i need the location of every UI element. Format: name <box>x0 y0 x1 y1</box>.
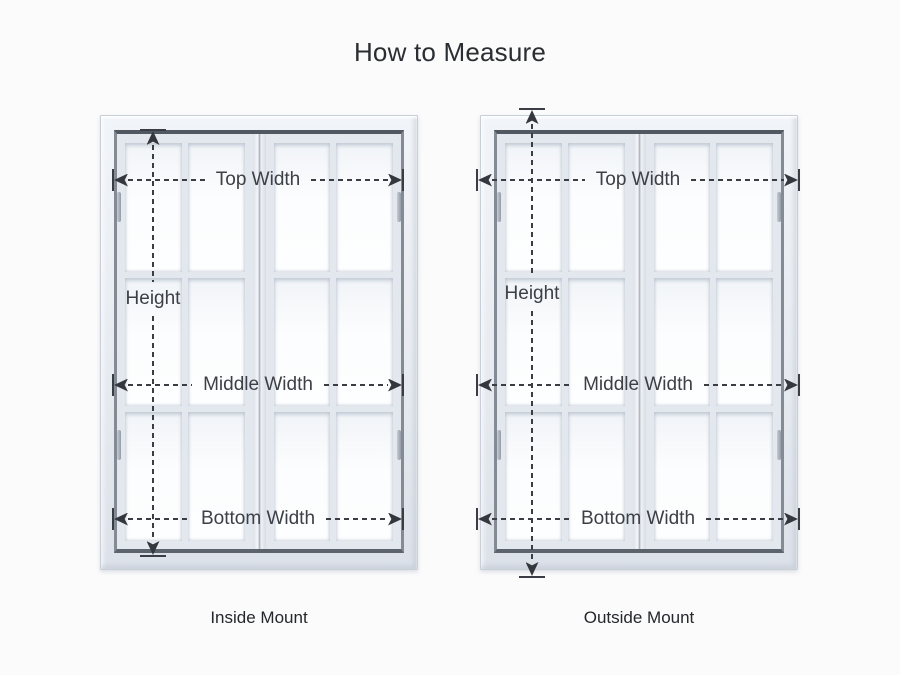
dimension-end-bar <box>402 508 405 530</box>
window-pane <box>187 277 245 407</box>
dimension-end-bar <box>476 374 478 396</box>
window-pane <box>567 143 625 272</box>
window-pane <box>273 277 331 407</box>
dimension-end-bar <box>798 374 801 396</box>
window-pane <box>505 143 562 272</box>
hinge-icon <box>777 430 781 460</box>
arrowhead-down-icon <box>146 541 160 555</box>
hinge-icon <box>117 192 121 222</box>
arrowhead-up-icon <box>525 110 539 124</box>
top-width-arrow: Top Width <box>112 167 405 193</box>
hinge-icon <box>397 192 401 222</box>
hinge-icon <box>777 192 781 222</box>
middle-width-arrow: Middle Width <box>112 372 405 398</box>
dashed-line <box>691 179 785 181</box>
dashed-line <box>152 316 154 541</box>
dimension-end-bar <box>519 576 545 578</box>
dashed-line <box>128 179 205 181</box>
window-pane <box>653 412 711 541</box>
bottom-width-arrow: Bottom Width <box>476 506 801 532</box>
arrowhead-left-icon <box>478 512 492 526</box>
middle-width-label: Middle Width <box>583 374 693 395</box>
window-center-post <box>252 134 266 549</box>
hinge-icon <box>497 192 501 222</box>
window-pane <box>187 143 245 272</box>
arrowhead-right-icon <box>388 173 403 187</box>
dimension-end-bar <box>140 129 166 131</box>
dimension-end-bar <box>140 555 166 557</box>
dashed-line <box>492 518 570 520</box>
dashed-line <box>128 518 190 520</box>
dashed-line <box>311 179 389 181</box>
dimension-end-bar <box>402 169 405 191</box>
outside-mount-caption: Outside Mount <box>583 608 695 627</box>
height-arrow: Height <box>500 108 564 578</box>
dimension-end-bar <box>519 108 545 110</box>
window-frame-opening <box>114 130 404 553</box>
window-pane <box>653 277 711 407</box>
window-pane <box>273 143 331 272</box>
arrowhead-right-icon <box>784 173 799 187</box>
window-center-post <box>632 134 646 549</box>
arrowhead-right-icon <box>388 512 403 526</box>
dashed-line <box>703 384 785 386</box>
outside-mount-window-illustration <box>480 115 798 570</box>
dimension-end-bar <box>112 508 114 530</box>
height-label: Height <box>125 288 181 310</box>
dashed-line <box>706 518 785 520</box>
inside-mount-window-illustration <box>100 115 418 570</box>
window-pane <box>567 277 625 407</box>
middle-width-label: Middle Width <box>203 374 313 395</box>
hinge-icon <box>497 430 501 460</box>
arrowhead-down-icon <box>525 562 539 576</box>
dashed-line <box>492 179 585 181</box>
hinge-icon <box>117 430 121 460</box>
dimension-end-bar <box>476 169 478 191</box>
dimension-end-bar <box>798 169 801 191</box>
dashed-line <box>152 145 154 283</box>
dimension-end-bar <box>402 374 405 396</box>
inside-mount-caption: Inside Mount <box>210 608 308 627</box>
top-width-label: Top Width <box>215 169 301 190</box>
top-width-label: Top Width <box>595 169 681 190</box>
bottom-width-arrow: Bottom Width <box>112 506 405 532</box>
arrowhead-left-icon <box>478 378 492 392</box>
window-pane <box>187 412 245 541</box>
window-sash-right <box>645 134 781 549</box>
dashed-line <box>531 124 533 278</box>
arrowhead-right-icon <box>784 512 799 526</box>
dashed-line <box>531 311 533 562</box>
window-pane <box>653 143 711 272</box>
window-pane <box>567 412 625 541</box>
window-pane <box>716 143 773 272</box>
arrowhead-up-icon <box>146 131 160 145</box>
dimension-end-bar <box>476 508 478 530</box>
dimension-end-bar <box>112 374 114 396</box>
top-width-arrow: Top Width <box>476 167 801 193</box>
window-pane <box>273 412 331 541</box>
dashed-line <box>326 518 389 520</box>
bottom-width-label: Bottom Width <box>200 508 316 529</box>
page-title: How to Measure <box>353 37 547 67</box>
dashed-line <box>323 384 389 386</box>
window-sash-left <box>497 134 633 549</box>
dashed-line <box>128 384 193 386</box>
dimension-end-bar <box>112 169 114 191</box>
arrowhead-right-icon <box>784 378 799 392</box>
height-label: Height <box>504 283 560 305</box>
arrowhead-left-icon <box>478 173 492 187</box>
window-frame-opening <box>494 130 784 553</box>
arrowhead-right-icon <box>388 378 403 392</box>
height-arrow: Height <box>121 129 185 557</box>
window-pane <box>336 143 393 272</box>
window-sash-right <box>265 134 401 549</box>
dimension-end-bar <box>798 508 801 530</box>
bottom-width-label: Bottom Width <box>580 508 696 529</box>
hinge-icon <box>397 430 401 460</box>
